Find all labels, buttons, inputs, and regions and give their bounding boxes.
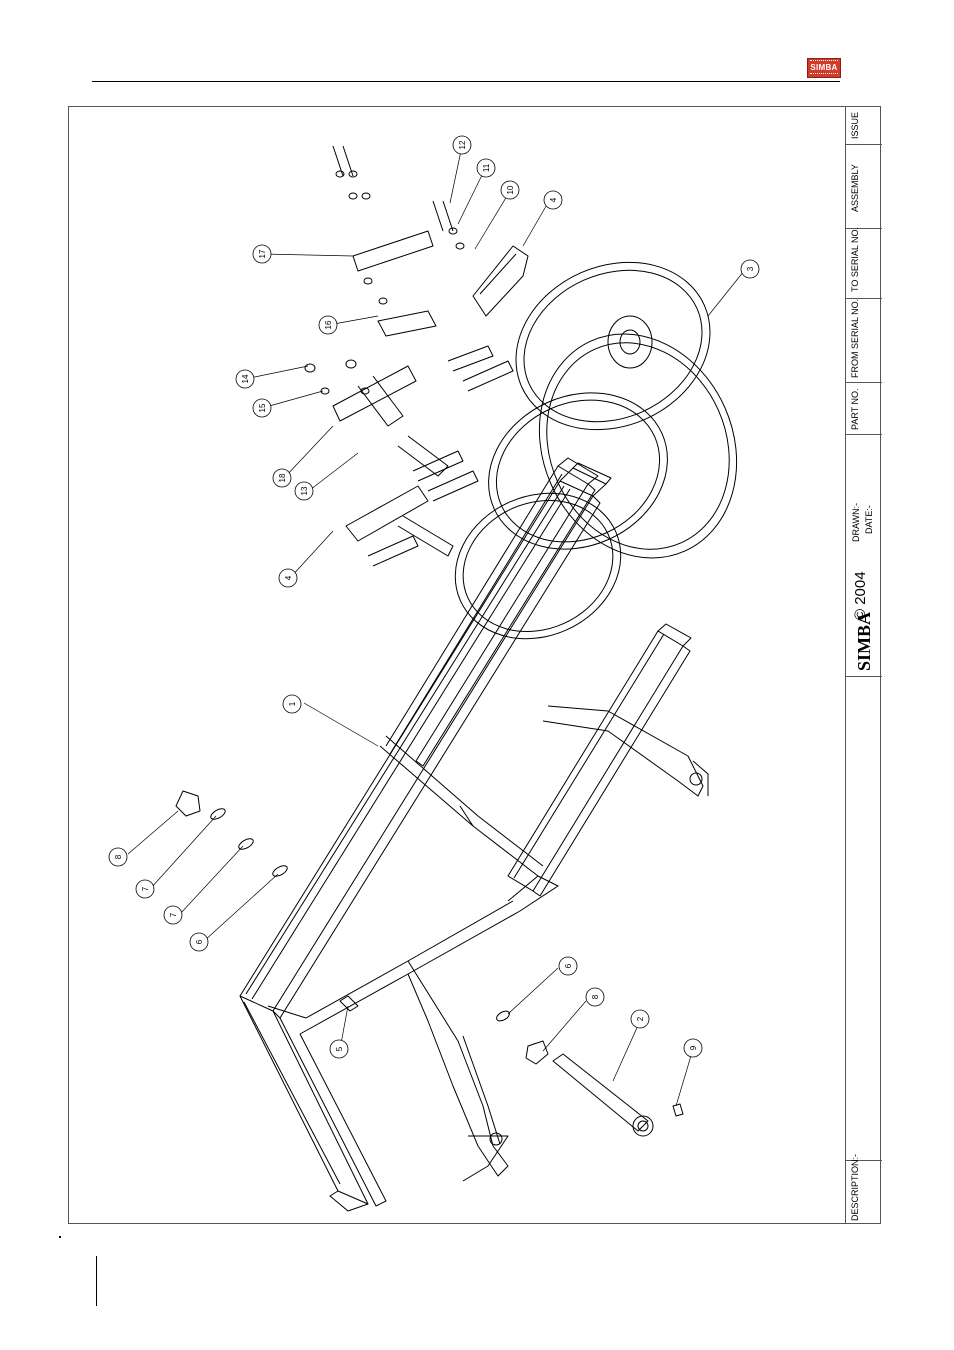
title-block: ISSUE ASSEMBLY TO SERIAL NO. FROM SERIAL… bbox=[845, 106, 881, 1224]
u-bolts bbox=[368, 346, 513, 566]
header-rule bbox=[92, 81, 840, 82]
bolt-hardware bbox=[305, 146, 464, 394]
exploded-assembly-drawing: 1 2 3 4 4 5 6 6 7 7 8 8 9 10 11 12 13 14… bbox=[68, 106, 845, 1224]
assembly-label: ASSEMBLY bbox=[850, 164, 860, 212]
callout-16: 16 bbox=[319, 316, 337, 334]
callout-7b: 7 bbox=[136, 880, 154, 898]
diagonal-strut bbox=[380, 736, 543, 876]
callout-11-label: 11 bbox=[482, 163, 491, 172]
to-serial-label: TO SERIAL NO. bbox=[850, 227, 860, 292]
tb-divider-part-no bbox=[846, 434, 882, 435]
callout-4a-label: 4 bbox=[549, 197, 558, 202]
callout-14: 14 bbox=[236, 370, 254, 388]
pivot-hardware bbox=[176, 791, 548, 1064]
callout-8b: 8 bbox=[586, 988, 604, 1006]
page-margin-mark bbox=[96, 1256, 97, 1306]
callout-10-label: 10 bbox=[506, 185, 515, 194]
simba-brand: SIMBA bbox=[854, 612, 875, 671]
tb-divider-brand bbox=[846, 676, 882, 677]
disc-gang bbox=[432, 232, 772, 664]
callout-3: 3 bbox=[741, 260, 759, 278]
callout-10: 10 bbox=[501, 181, 519, 199]
callout-13-label: 13 bbox=[300, 486, 309, 495]
callout-16-label: 16 bbox=[324, 320, 333, 329]
callout-6a: 6 bbox=[190, 933, 208, 951]
callout-12-label: 12 bbox=[458, 140, 467, 149]
callout-8a: 8 bbox=[109, 848, 127, 866]
callout-1-label: 1 bbox=[288, 701, 297, 706]
callout-11: 11 bbox=[477, 159, 495, 177]
part-no-label: PART NO. bbox=[850, 388, 860, 430]
callout-5-label: 5 bbox=[335, 1046, 344, 1051]
callout-2: 2 bbox=[631, 1010, 649, 1028]
callout-18-label: 18 bbox=[278, 473, 287, 482]
callout-4b-label: 4 bbox=[284, 575, 293, 580]
margin-dot bbox=[59, 1236, 61, 1238]
cross-frame-rail bbox=[508, 624, 691, 896]
callout-13: 13 bbox=[295, 482, 313, 500]
main-frame-beam bbox=[240, 463, 611, 1018]
callout-7b-label: 7 bbox=[141, 886, 150, 891]
callout-6a-label: 6 bbox=[195, 939, 204, 944]
callout-17: 17 bbox=[253, 245, 271, 263]
callout-2-label: 2 bbox=[636, 1016, 645, 1021]
callout-9: 9 bbox=[684, 1039, 702, 1057]
logo-dots-bottom bbox=[810, 73, 838, 76]
simba-logo: SIMBA bbox=[807, 58, 841, 78]
tb-divider-issue bbox=[846, 144, 882, 145]
callout-7a: 7 bbox=[164, 906, 182, 924]
callout-3-label: 3 bbox=[746, 266, 755, 271]
callout-7a-label: 7 bbox=[169, 912, 178, 917]
callout-14-label: 14 bbox=[241, 374, 250, 383]
callout-15-label: 15 bbox=[258, 403, 267, 412]
from-serial-label: FROM SERIAL NO. bbox=[850, 299, 860, 378]
tb-divider-from-serial bbox=[846, 382, 882, 383]
callout-8a-label: 8 bbox=[114, 854, 123, 859]
callout-4b: 4 bbox=[279, 569, 297, 587]
drawn-label: DRAWN:- bbox=[851, 503, 861, 542]
date-label: DATE:- bbox=[864, 505, 874, 534]
description-label: DESCRIPTION:- bbox=[850, 1154, 860, 1221]
callout-1: 1 bbox=[283, 695, 301, 713]
headstock-frame bbox=[240, 876, 558, 1211]
callout-17-label: 17 bbox=[258, 249, 267, 258]
callout-6b: 6 bbox=[559, 957, 577, 975]
callout-12: 12 bbox=[453, 136, 471, 154]
callout-18: 18 bbox=[273, 469, 291, 487]
callout-9-label: 9 bbox=[689, 1045, 698, 1050]
logo-text: SIMBA bbox=[808, 63, 840, 72]
leader-lines bbox=[128, 146, 744, 1106]
callout-5: 5 bbox=[330, 1040, 348, 1058]
callout-8b-label: 8 bbox=[591, 994, 600, 999]
issue-label: ISSUE bbox=[850, 112, 860, 139]
callout-15: 15 bbox=[253, 399, 271, 417]
rear-legs bbox=[463, 706, 708, 1181]
callout-6b-label: 6 bbox=[564, 963, 573, 968]
link-arm bbox=[553, 1054, 683, 1136]
callout-4a: 4 bbox=[544, 191, 562, 209]
